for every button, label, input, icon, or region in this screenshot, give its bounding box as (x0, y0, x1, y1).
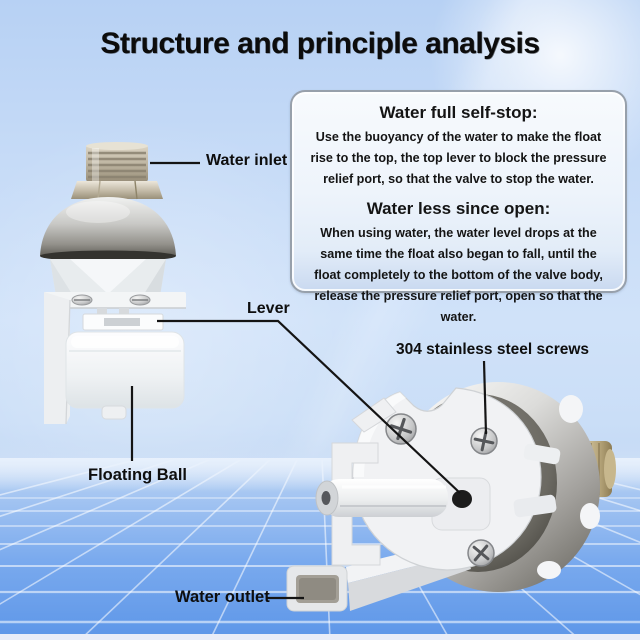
clamp-arms (331, 397, 397, 566)
valve-body (50, 259, 166, 296)
leader-lines (130, 161, 488, 600)
inlet-thread (86, 142, 148, 182)
chrome-cap (40, 197, 176, 262)
label-screws: 304 stainless steel screws (396, 341, 590, 358)
float-cup (65, 331, 185, 420)
screw (470, 427, 498, 455)
lever-bar (82, 308, 164, 331)
screw (467, 539, 495, 567)
hex-nut (71, 180, 163, 200)
bracket (44, 292, 186, 425)
info-heading: Water less since open: (366, 199, 551, 219)
outlet-opening (286, 565, 348, 612)
info-body: Use the buoyancy of the water to make th… (310, 130, 607, 187)
plate-tabs (513, 443, 561, 518)
info-heading: Water full self-stop: (379, 103, 538, 122)
label-water-outlet: Water outlet (175, 588, 270, 606)
label-floating-ball: Floating Ball (88, 466, 187, 484)
bottom-strip (0, 634, 640, 640)
screw (385, 413, 417, 445)
valve-front-view (286, 382, 616, 612)
relief-port (452, 490, 472, 508)
lever-pin (315, 479, 448, 517)
lever-leader (157, 319, 461, 494)
rubber-grommets (537, 395, 600, 579)
info-section-water-full: Water full self-stop: Use the buoyancy o… (306, 103, 611, 190)
info-body: When using water, the water level drops … (314, 226, 603, 325)
valve-side-view (40, 142, 186, 425)
label-lever: Lever (247, 300, 290, 317)
info-box: Water full self-stop: Use the buoyancy o… (290, 90, 627, 324)
info-section-water-less: Water less since open: When using water,… (306, 199, 611, 328)
label-water-inlet: Water inlet (206, 152, 288, 169)
screws-leader (482, 360, 488, 435)
page-title: Structure and principle analysis (100, 27, 540, 60)
